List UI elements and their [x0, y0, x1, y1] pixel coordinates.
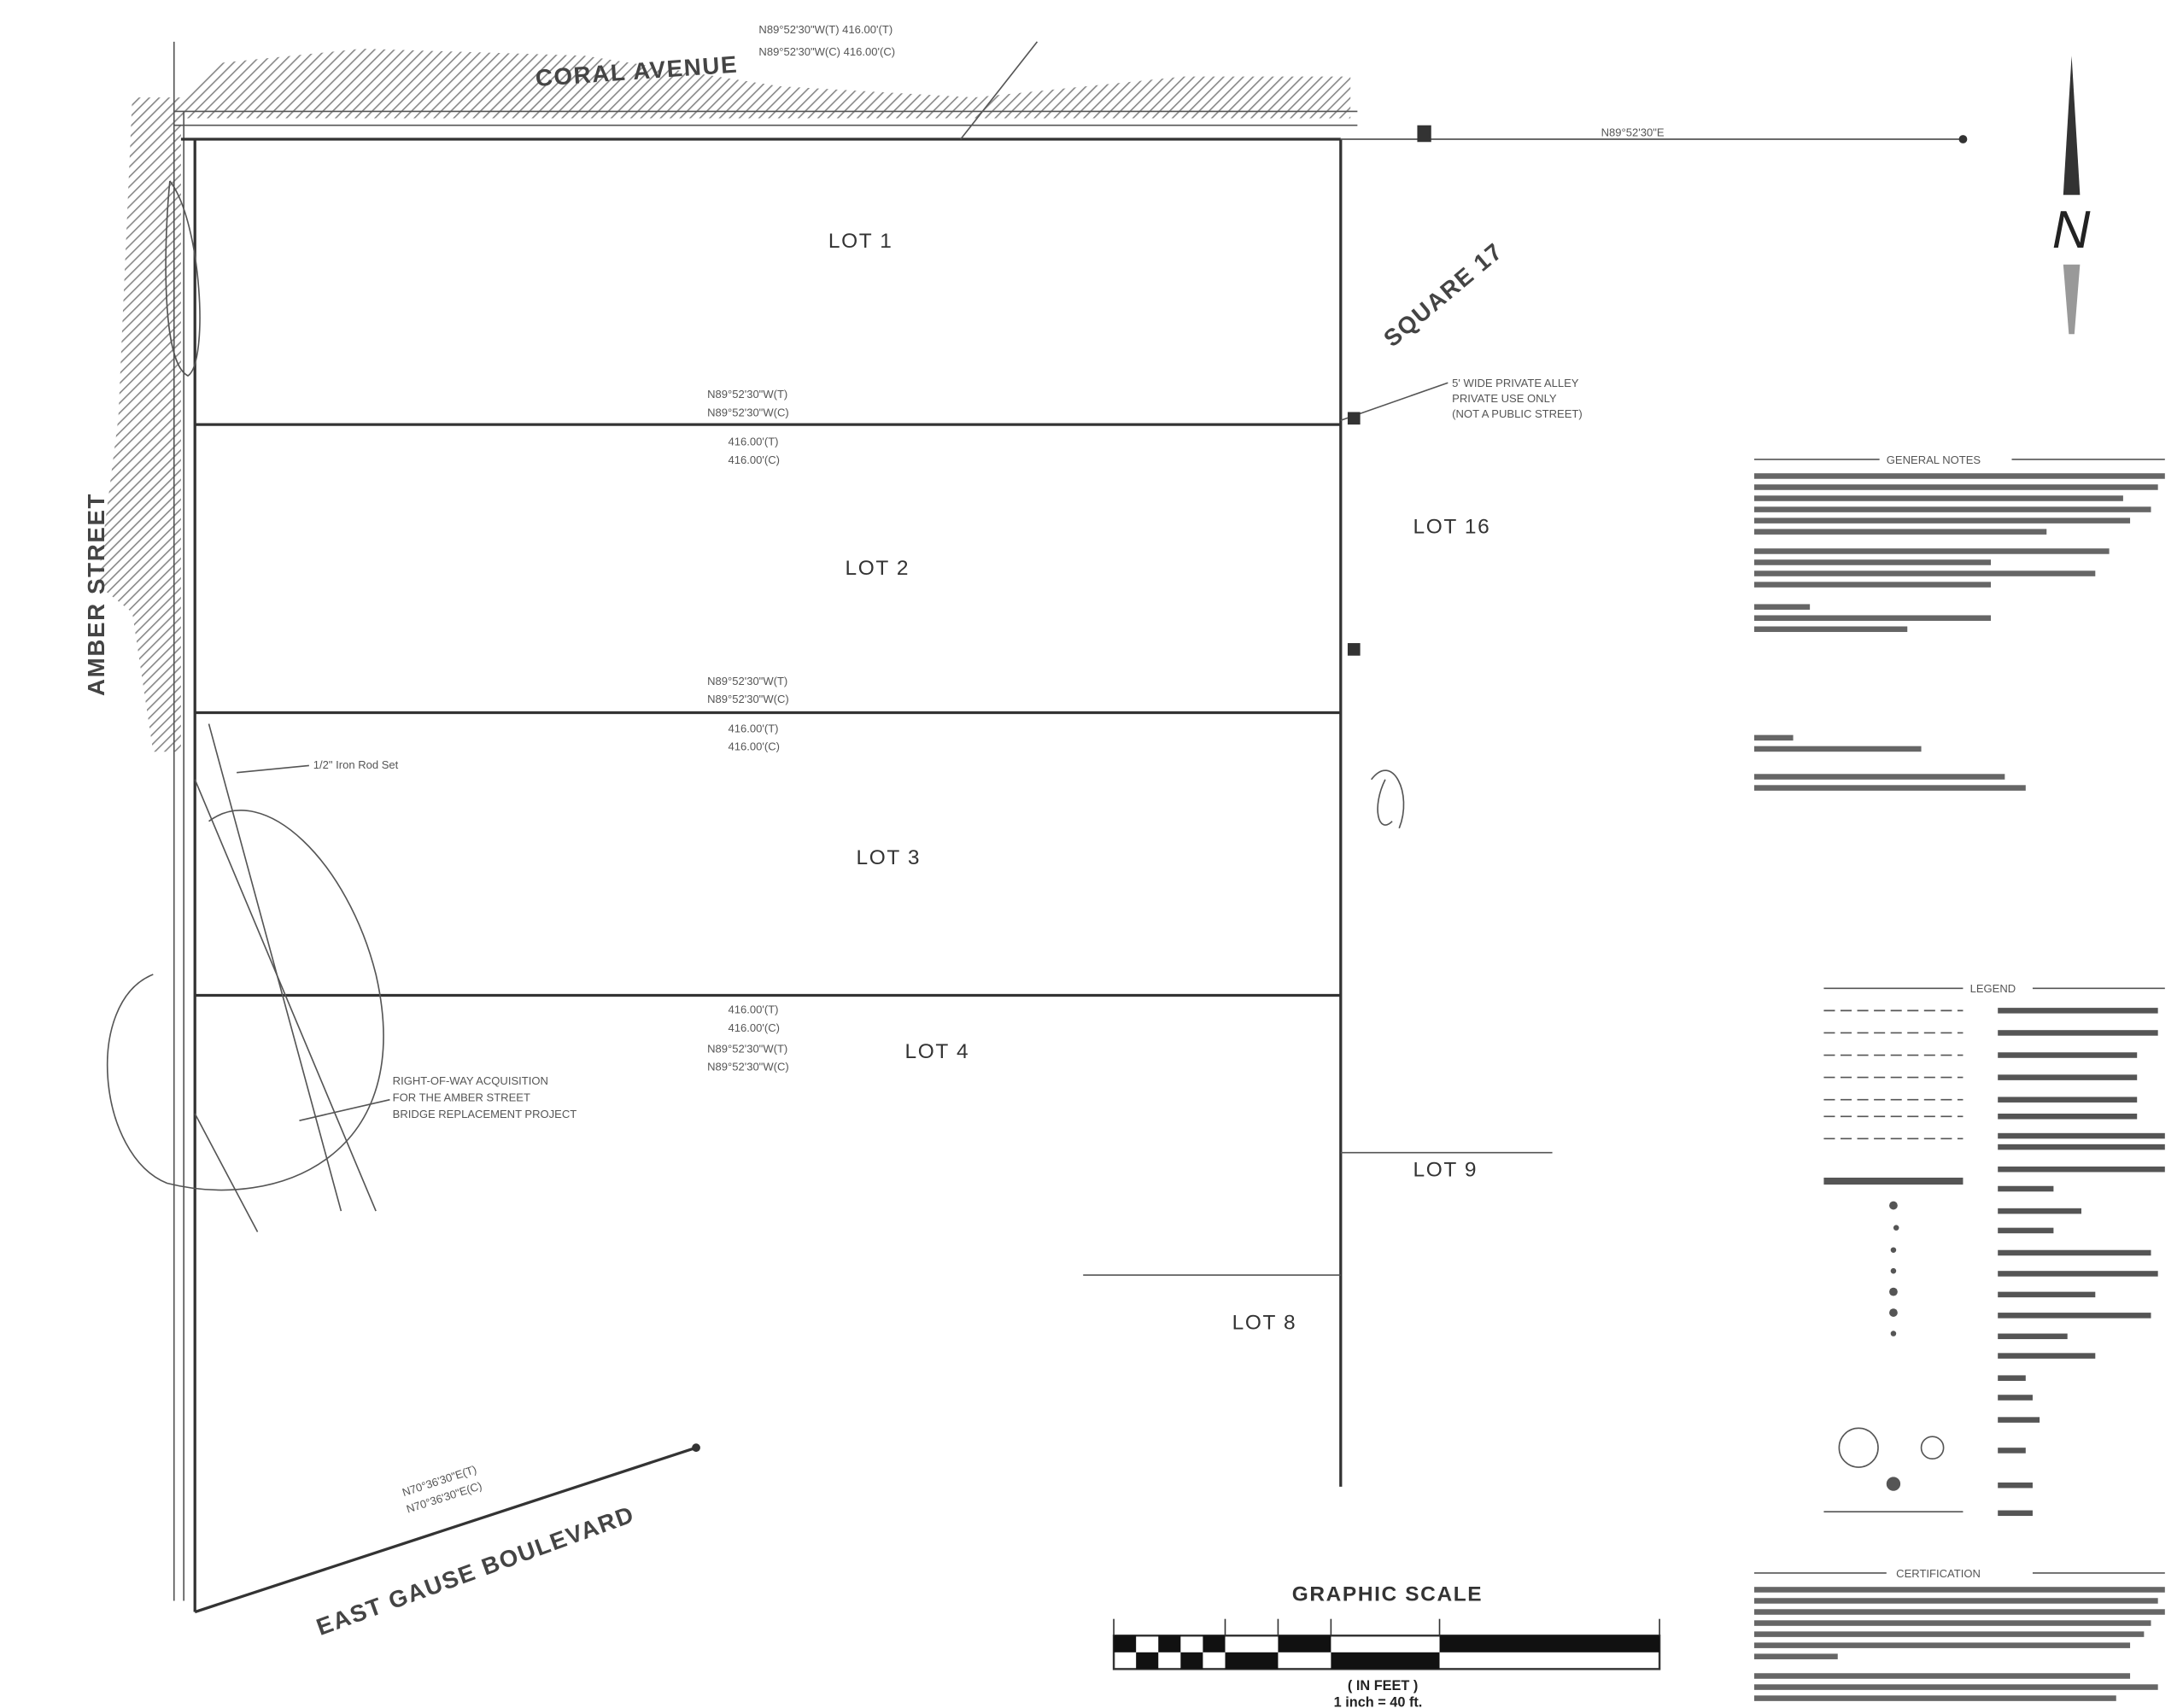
line-bearing: N89°52'30"W(C)	[707, 1060, 789, 1073]
alley-callout: 5' WIDE PRIVATE ALLEY	[1452, 377, 1579, 389]
legend-title: LEGEND	[1970, 982, 2016, 995]
line-distance: 416.00'(T)	[729, 722, 779, 734]
certification-panel: CERTIFICATION	[1753, 1567, 2165, 1701]
property-boundary	[107, 41, 1968, 1614]
general-notes-panel: GENERAL NOTES	[1753, 453, 2165, 791]
east-gause-boulevard-label: EAST GAUSE BOULEVARD	[313, 1500, 638, 1641]
line-distance: 416.00'(T)	[729, 436, 779, 448]
north-bearing: N89°52'30"W(C) 416.00'(C)	[758, 45, 895, 58]
line-bearing: N89°52'30"W(C)	[707, 406, 789, 418]
scale-units: ( IN FEET )	[1348, 1678, 1418, 1693]
legend-panel: LEGEND	[1823, 982, 2165, 1517]
row-callout: BRIDGE REPLACEMENT PROJECT	[393, 1108, 577, 1120]
alley-callout: PRIVATE USE ONLY	[1452, 392, 1557, 405]
general-notes-title: GENERAL NOTES	[1887, 453, 1981, 466]
lot-16-label: LOT 16	[1413, 515, 1491, 538]
alley-callout: (NOT A PUBLIC STREET)	[1452, 407, 1583, 420]
tie-bearing: N89°52'30"E	[1601, 126, 1665, 139]
certification-title: CERTIFICATION	[1896, 1567, 1981, 1580]
north-arrow-icon: N	[2052, 56, 2091, 335]
scale-ratio: 1 inch = 40 ft.	[1334, 1694, 1423, 1708]
lot-2-label: LOT 2	[845, 557, 910, 580]
line-distance: 416.00'(T)	[729, 1003, 779, 1016]
north-bearing: N89°52'30"W(T) 416.00'(T)	[758, 23, 893, 36]
lot-4-label: LOT 4	[905, 1040, 970, 1063]
line-bearing: N89°52'30"W(T)	[707, 675, 787, 687]
square-17-label: SQUARE 17	[1378, 237, 1507, 352]
row-callout: RIGHT-OF-WAY ACQUISITION	[393, 1074, 548, 1087]
line-bearing: N89°52'30"W(C)	[707, 693, 789, 705]
line-bearing: N89°52'30"W(T)	[707, 388, 787, 401]
lot-9-label: LOT 9	[1413, 1158, 1478, 1181]
lot-8-label: LOT 8	[1232, 1312, 1297, 1335]
line-distance: 416.00'(C)	[729, 1021, 780, 1034]
amber-street-hatch	[97, 97, 181, 752]
row-callout: FOR THE AMBER STREET	[393, 1091, 530, 1103]
graphic-scale-title: GRAPHIC SCALE	[1292, 1582, 1484, 1606]
graphic-scale: GRAPHIC SCALE ( IN FEET ) 1 inch = 40 ft…	[1112, 1582, 1661, 1708]
line-bearing: N89°52'30"W(T)	[707, 1042, 787, 1055]
line-distance: 416.00'(C)	[729, 453, 780, 466]
lot-1-label: LOT 1	[828, 230, 893, 253]
lot-3-label: LOT 3	[857, 846, 922, 869]
iron-rod-callout: 1/2" Iron Rod Set	[313, 758, 399, 771]
amber-street-label: AMBER STREET	[83, 493, 109, 696]
svg-text:N: N	[2052, 201, 2091, 260]
coral-avenue-hatch	[180, 49, 1351, 119]
line-distance: 416.00'(C)	[729, 740, 780, 753]
